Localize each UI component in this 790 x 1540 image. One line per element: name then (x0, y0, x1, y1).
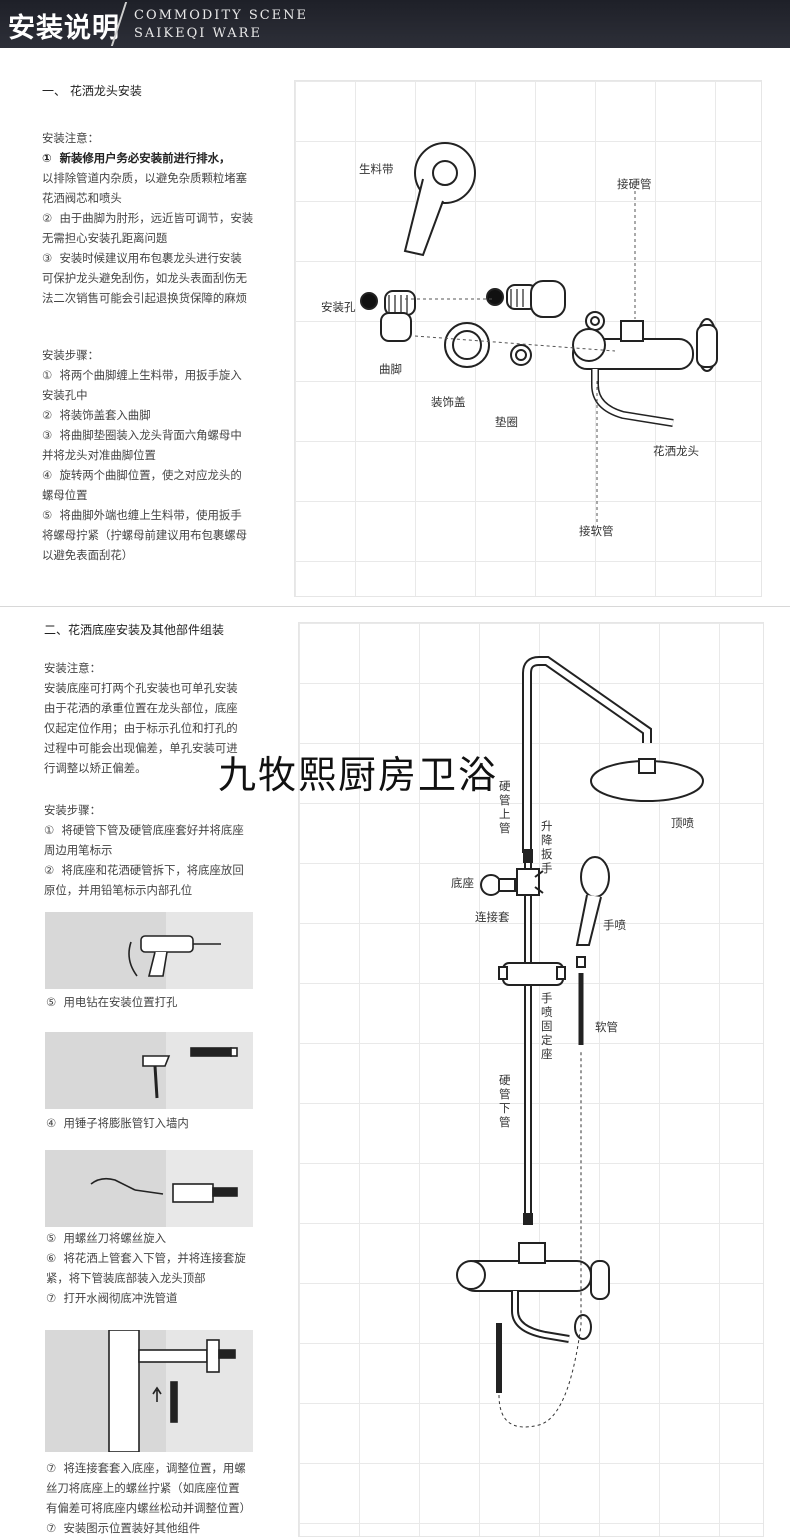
section1-notes-title: 安装注意： (42, 131, 99, 145)
elbow-icon (486, 280, 566, 318)
caption-line: ⑦ 将连接套套入底座，调整位置，用螺 (46, 1461, 246, 1475)
caption-line: ⑥ 将花洒上管套入下管，并将连接套旋 (46, 1251, 246, 1265)
page-header: 安装说明 COMMODITY SCENE SAIKEQI WARE (0, 0, 790, 48)
note-line: 可保护龙头避免刮伤，如龙头表面刮伤无 (42, 271, 248, 285)
step-line: ② 将装饰盖套入曲脚 (42, 408, 151, 422)
step-line: 以避免表面刮花） (42, 548, 134, 562)
section1-steps-title: 安装步骤： (42, 348, 99, 362)
section1-heading: 一、 花洒龙头安装 (42, 84, 142, 98)
step-line: 螺母位置 (42, 488, 88, 502)
hand-spray-icon (575, 856, 610, 946)
caption-line: 有偏差可将底座内螺丝松动并调整位置） (46, 1501, 252, 1515)
note-line: ③ 安装时候建议用布包裹龙头进行安装 (42, 251, 242, 265)
note-line: 法二次销售可能会引起退换货保障的麻烦 (42, 291, 248, 305)
caption-line: 丝刀将底座上的螺丝拧紧（如底座位置 (46, 1481, 240, 1495)
note-line: 仅起定位作用；由于标示孔位和打孔的 (44, 721, 238, 735)
washer-icon (510, 311, 605, 366)
step-line: ② 将底座和花洒硬管拆下，将底座放回 (44, 863, 244, 877)
faucet-diagram-panel: 生料带 接硬管 安装孔 曲脚 装饰盖 垫圈 花洒龙头 接软管 (294, 80, 762, 597)
top-spray-head-icon (590, 758, 704, 802)
step-line: 将螺母拧紧（拧螺母前建议用布包裹螺母 (42, 528, 248, 542)
screwdriver-icon (90, 1177, 238, 1203)
note-line: 以排除管道内杂质，以避免杂质颗粒堵塞 (42, 171, 248, 185)
section-divider (0, 606, 790, 607)
step-line: 并将龙头对准曲脚位置 (42, 448, 156, 462)
drill-icon (128, 935, 221, 977)
step-line: ③ 将曲脚垫圈装入龙头背面六角螺母中 (42, 428, 242, 442)
shower-arm-icon (522, 656, 652, 853)
label-cover: 装饰盖 (431, 395, 466, 409)
caption-screw: ⑤ 用螺丝刀将螺丝旋入 ⑥ 将花洒上管套入下管，并将连接套旋 紧，将下管装底部装… (46, 1228, 246, 1308)
faucet-body-icon (572, 318, 718, 427)
label-top-spray: 顶喷 (671, 816, 694, 830)
section2-notes-title: 安装注意： (44, 661, 101, 675)
caption-line: ⑦ 安装图示位置装好其他组件 (46, 1521, 201, 1535)
label-hose: 接软管 (579, 524, 614, 538)
step-line: 周边用笔标示 (44, 843, 113, 857)
decorative-cover-icon (444, 322, 490, 368)
label-upper-pipe: 硬管上管 (499, 779, 511, 835)
header-title: 安装说明 (8, 13, 120, 44)
shower-diagram-panel: 硬管上管 升降扳手 顶喷 底座 连接套 手喷 手喷固定座 软管 硬管下管 (298, 622, 764, 1537)
note-line: 过程中可能会出现偏差，单孔安装可进 (44, 741, 238, 755)
hammer-icon (142, 1047, 238, 1099)
step-line: 安装孔中 (42, 388, 88, 402)
section2-steps-title: 安装步骤： (44, 803, 101, 817)
label-hard-pipe: 接硬管 (617, 177, 652, 191)
header-subtitle-2: SAIKEQI WARE (134, 26, 262, 41)
caption-line: 紧，将下管装底部装入龙头顶部 (46, 1271, 206, 1285)
step-line: 原位，并用铅笔标示内部孔位 (44, 883, 193, 897)
screwdriver-photo (45, 1150, 253, 1227)
section1-notes: ① 新装修用户务必安装前进行排水， 以排除管道内杂质，以避免杂质颗粒堵塞 花洒阀… (42, 148, 253, 308)
watermark: 九牧熙厨房卫浴 (218, 753, 499, 797)
note-line: ① 新装修用户务必安装前进行排水， (42, 151, 231, 165)
label-elbow: 曲脚 (379, 362, 402, 376)
shower-assembly-diagram (456, 656, 704, 1428)
note-line: ② 由于曲脚为肘形，远近皆可调节，安装 (42, 211, 254, 225)
header-subtitle-1: COMMODITY SCENE (134, 8, 309, 23)
label-hand-spray: 手喷 (603, 918, 626, 932)
tape-roll-icon (403, 142, 476, 257)
label-tape: 生料带 (359, 162, 394, 176)
caption-final: ⑦ 将连接套套入底座，调整位置，用螺 丝刀将底座上的螺丝拧紧（如底座位置 有偏差… (46, 1458, 251, 1538)
label-washer: 垫圈 (495, 415, 518, 429)
section2-heading: 二、花洒底座安装及其他部件组装 (44, 623, 225, 637)
base-mount-photo (45, 1330, 253, 1452)
elbow-icon (360, 290, 416, 342)
hand-spray-holder-icon (498, 962, 566, 986)
note-line: 行调整以矫正偏差。 (44, 761, 147, 775)
section2-steps: ① 将硬管下管及硬管底座套好并将底座 周边用笔标示 ② 将底座和花洒硬管拆下，将… (44, 820, 244, 900)
step-line: ① 将两个曲脚缠上生料带，用扳手旋入 (42, 368, 242, 382)
step-line: ⑤ 将曲脚外端也缠上生料带，使用扳手 (42, 508, 242, 522)
note-line: 花洒阀芯和喷头 (42, 191, 122, 205)
soft-hose-icon (576, 956, 586, 1045)
caption-hammer: ④ 用锤子将膨胀管钉入墙内 (46, 1116, 189, 1130)
bottom-faucet-icon (456, 1242, 610, 1393)
note-line: 由于花洒的承重位置在龙头部位，底座 (44, 701, 238, 715)
label-lift: 升降扳手 (541, 819, 553, 875)
section2-notes: 安装底座可打两个孔安装也可单孔安装 由于花洒的承重位置在龙头部位，底座 仅起定位… (44, 678, 238, 778)
drill-photo (45, 912, 253, 989)
faucet-exploded-diagram (360, 142, 718, 523)
label-base: 底座 (451, 876, 474, 890)
caption-line: ⑦ 打开水阀彻底冲洗管道 (46, 1291, 178, 1305)
label-lower-pipe: 硬管下管 (499, 1073, 511, 1129)
wall-base-icon (480, 868, 544, 896)
label-hole: 安装孔 (321, 300, 356, 314)
hammer-photo (45, 1032, 253, 1109)
base-mount-icon (108, 1330, 236, 1452)
step-line: ① 将硬管下管及硬管底座套好并将底座 (44, 823, 244, 837)
label-faucet: 花洒龙头 (653, 444, 699, 458)
note-line: 安装底座可打两个孔安装也可单孔安装 (44, 681, 238, 695)
caption-drill: ⑤ 用电钻在安装位置打孔 (46, 995, 178, 1009)
note-line: 无需担心安装孔距离问题 (42, 231, 168, 245)
label-connector: 连接套 (475, 910, 510, 924)
section1-steps: ① 将两个曲脚缠上生料带，用扳手旋入 安装孔中 ② 将装饰盖套入曲脚 ③ 将曲脚… (42, 365, 247, 565)
caption-line: ⑤ 用螺丝刀将螺丝旋入 (46, 1231, 166, 1245)
step-line: ④ 旋转两个曲脚位置，使之对应龙头的 (42, 468, 242, 482)
label-soft-hose: 软管 (595, 1020, 618, 1034)
label-hand-holder: 手喷固定座 (541, 991, 553, 1061)
